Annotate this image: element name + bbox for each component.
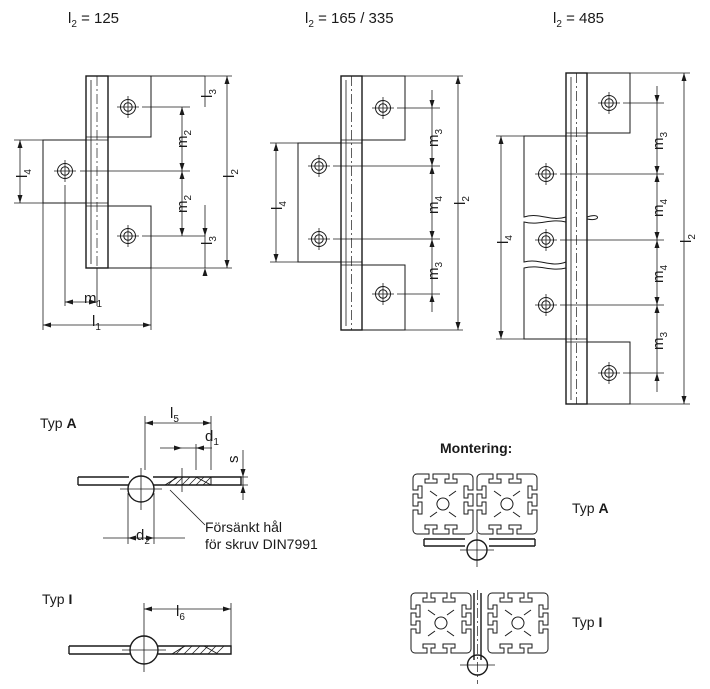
svg-text:m4: m4 [650,265,670,284]
dim-m2-h1-bottom: m2 [174,195,194,214]
svg-text:l4: l4 [14,169,34,178]
dim-m3-h2-top: m3 [425,129,445,148]
dim-d2: d2 [136,527,150,547]
hinge-485 [496,72,690,405]
svg-text:l1: l1 [92,313,101,333]
svg-text:Typ A: Typ A [572,500,609,516]
dim-m3-h2-bottom: m3 [425,262,445,281]
typ-i-label: Typ I [42,591,72,607]
svg-text:d1: d1 [205,428,219,448]
svg-text:m3: m3 [425,129,445,148]
dim-m3-h3-bottom: m3 [650,332,670,351]
svg-text:Typ I: Typ I [572,614,602,630]
dim-l5: l5 [170,405,179,425]
variant-label-125: l2 = 125 [68,10,119,30]
svg-text:l2 = 485: l2 = 485 [553,10,604,30]
dim-l4-h1: l4 [14,169,34,178]
hinge-125 [14,75,232,330]
dim-l2-h3: l2 [678,234,698,243]
countersink-note-line2: för skruv DIN7991 [205,536,318,552]
typ-a-label: Typ A [40,415,77,431]
svg-text:m4: m4 [425,196,445,215]
section-typ-i [68,603,232,672]
mounting-title: Montering: [440,440,512,456]
svg-text:l4: l4 [495,235,515,244]
dim-l4-h3: l4 [495,235,515,244]
svg-text:m1: m1 [84,290,103,310]
dim-d1: d1 [205,428,219,448]
svg-text:l6: l6 [176,603,185,623]
mounting-typ-a-label: Typ A [572,500,609,516]
dim-l3-h1-top: l3 [199,89,219,98]
svg-text:m3: m3 [650,332,670,351]
svg-text:m3: m3 [650,132,670,151]
dim-m1-h1: m1 [84,290,103,310]
mounting-typ-i-label: Typ I [572,614,602,630]
svg-text:l3: l3 [199,89,219,98]
svg-text:l3: l3 [199,236,219,245]
dim-m2-h1-top: m2 [174,130,194,149]
section-typ-a [77,416,248,544]
svg-text:l5: l5 [170,405,179,425]
dim-l2-h2: l2 [452,196,472,205]
svg-text:l2 = 125: l2 = 125 [68,10,119,30]
svg-text:s: s [225,456,242,464]
svg-text:m2: m2 [174,130,194,149]
dim-m4-h3-bottom: m4 [650,265,670,284]
svg-text:m3: m3 [425,262,445,281]
svg-text:m2: m2 [174,195,194,214]
svg-text:d2: d2 [136,527,150,547]
dim-l6: l6 [176,603,185,623]
dim-l4-h2: l4 [269,201,289,210]
mounting-typ-a [412,473,538,567]
svg-text:l2 = 165 / 335: l2 = 165 / 335 [305,10,394,30]
mounting-typ-i [410,590,549,684]
variant-label-485: l2 = 485 [553,10,604,30]
svg-text:Typ A: Typ A [40,415,77,431]
dim-m4-h2: m4 [425,196,445,215]
svg-text:l4: l4 [269,201,289,210]
variant-label-165-335: l2 = 165 / 335 [305,10,394,30]
dim-l2-h1: l2 [221,169,241,178]
dim-s: s [225,456,242,464]
svg-text:l2: l2 [678,234,698,243]
dim-m4-h3-top: m4 [650,199,670,218]
hinge-165-335 [270,75,463,331]
svg-text:l2: l2 [452,196,472,205]
svg-text:m4: m4 [650,199,670,218]
svg-text:Typ I: Typ I [42,591,72,607]
dim-m3-h3-top: m3 [650,132,670,151]
svg-text:l2: l2 [221,169,241,178]
dim-l3-h1-bottom: l3 [199,236,219,245]
dim-l1-h1: l1 [92,313,101,333]
countersink-note-line1: Försänkt hål [205,519,282,535]
